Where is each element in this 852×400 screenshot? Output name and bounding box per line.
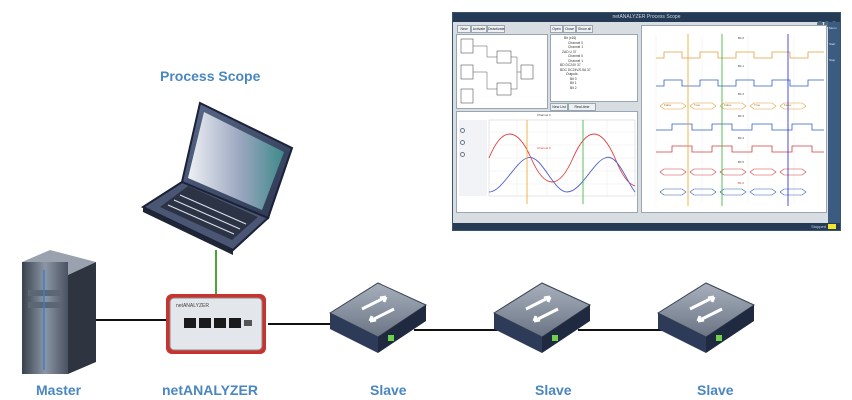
minimize-icon[interactable] — [817, 21, 823, 27]
master-label: Master — [36, 382, 82, 398]
signal-tree: Bit (x16) Channel 0 Channel 1 ZAD U 37 C… — [550, 34, 638, 102]
slave-1-label: Slave — [370, 382, 407, 398]
maximize-icon[interactable] — [824, 21, 830, 27]
tree-item[interactable]: Bit 0 — [570, 76, 577, 81]
wave-label: Bit 5 — [738, 160, 745, 164]
wave-label: Bit 2 — [738, 92, 745, 96]
close-button[interactable]: Close — [563, 25, 576, 33]
cursor-control-icon[interactable] — [460, 152, 465, 157]
analog-title: Channel 0 — [537, 113, 551, 117]
wave-label: Bit 4 — [738, 136, 745, 140]
bus-value: True — [694, 103, 701, 107]
tree-item[interactable]: Channel 0 — [568, 54, 584, 58]
netanalyzer-label: netANALYZER — [162, 382, 258, 398]
open-button[interactable]: Open — [550, 25, 563, 33]
right-sidebar: Menu Start Stop — [828, 22, 840, 223]
stop-button[interactable]: Stop — [829, 58, 836, 62]
status-led-icon — [828, 224, 836, 229]
process-scope-label: Process Scope — [160, 68, 261, 84]
start-button[interactable]: Start — [829, 42, 836, 46]
tree-item[interactable]: BDC DC24V/0.5A 37 — [560, 67, 591, 72]
pan-control-icon[interactable] — [460, 140, 465, 145]
tree-item[interactable]: Channel 1 — [568, 45, 584, 49]
analyzer-brand-text: netANALYZER — [176, 303, 209, 309]
tree-item[interactable]: ZAD U 37 — [562, 49, 577, 54]
tree-item[interactable]: Bit (x16) — [564, 36, 577, 40]
realtime-values-tab[interactable]: Real-time values — [568, 103, 596, 115]
wave-label: Bit 1 — [738, 64, 745, 68]
block-diagram-panel — [456, 34, 548, 109]
digital-plot — [655, 34, 824, 206]
tree-item[interactable]: Outputs — [566, 72, 578, 76]
tree-item[interactable]: Bit 1 — [570, 81, 577, 85]
master-server-icon — [22, 250, 96, 374]
laptop-icon — [140, 101, 294, 255]
bus-value: False — [664, 103, 672, 107]
wave-label: Bit 0 — [738, 36, 745, 40]
slave-3-label: Slave — [697, 382, 734, 398]
slave-2-label: Slave — [535, 382, 572, 398]
status-text: Stopped — [811, 224, 826, 229]
window-title: netANALYZER Process Scope — [453, 13, 840, 22]
menu-button[interactable]: Menu — [829, 26, 837, 30]
new-list-tab[interactable]: New List — [550, 103, 568, 111]
tree-item[interactable]: BD DC24V 37 — [560, 63, 581, 67]
wave-label: Bit 6 — [738, 181, 745, 185]
bus-value: True — [754, 103, 761, 107]
zoom-control-icon[interactable] — [460, 128, 465, 133]
digital-scope-panel: Bit 0 Bit 1 Bit 2 Bit 3 Bit 4 Bit 5 Bit … — [641, 25, 827, 213]
process-scope-window: netANALYZER Process Scope New Activate D… — [452, 12, 841, 231]
analog-plot — [459, 119, 636, 204]
new-button[interactable]: New — [457, 25, 471, 33]
wave-label: Bit 3 — [738, 114, 745, 118]
bus-value: False — [724, 103, 732, 107]
show-all-button[interactable]: Show all — [576, 25, 593, 33]
slave-2-switch-icon — [492, 282, 592, 353]
slave-1-switch-icon — [328, 282, 428, 353]
block-diagram — [460, 38, 534, 104]
bus-value: False — [784, 103, 792, 107]
analog-series-label: Channel 0 — [537, 146, 551, 150]
analog-scope-panel: Channel 0 Channel 0 — [456, 111, 638, 213]
slave-3-switch-icon — [656, 282, 756, 353]
activate-button[interactable]: Activate — [471, 25, 487, 33]
netanalyzer-device-icon: netANALYZER — [166, 294, 266, 354]
status-bar: Stopped — [453, 223, 840, 230]
tree-item[interactable]: Channel 0 — [568, 40, 584, 45]
tree-item[interactable]: Bit 2 — [570, 85, 577, 90]
tree-item[interactable]: Channel 1 — [568, 58, 584, 63]
deactivate-button[interactable]: Deactivate — [487, 25, 505, 33]
